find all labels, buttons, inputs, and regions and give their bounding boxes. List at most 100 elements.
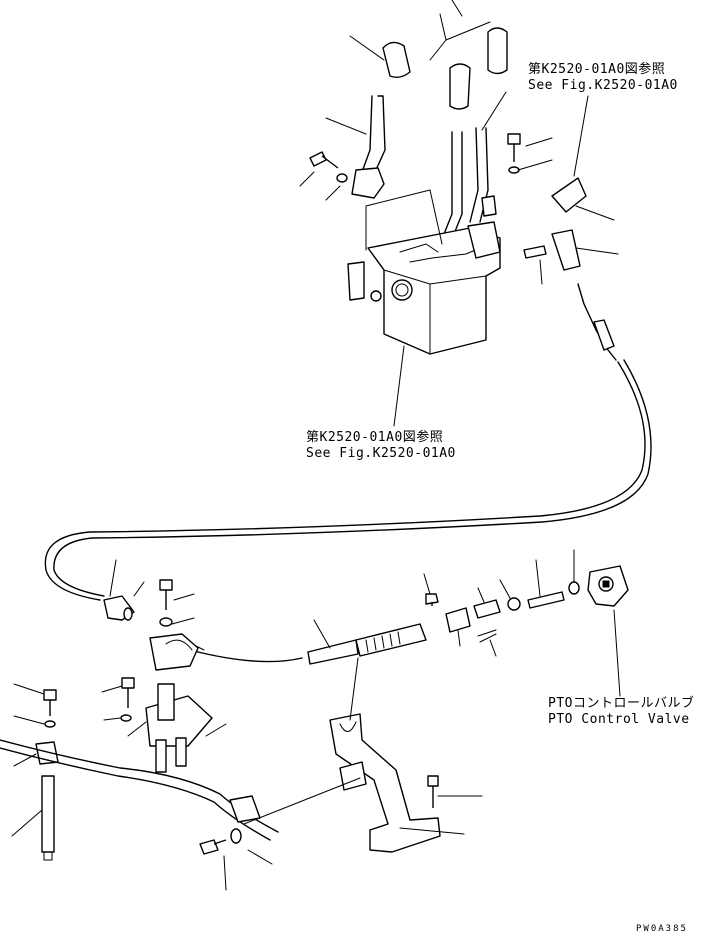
reference-callout-top-en: See Fig.K2520-01A0 xyxy=(528,78,678,93)
leader-nut xyxy=(499,579,511,599)
cable-knob xyxy=(551,177,587,213)
valve-port-inner xyxy=(602,580,610,588)
mount-post-a xyxy=(155,739,167,773)
reference-callout-top-jp: 第K2520-01A0図参照 xyxy=(528,62,666,77)
leader-mid-ref xyxy=(393,345,405,427)
pto-valve-label-en: PTO Control Valve xyxy=(548,712,690,727)
reference-callout-middle: 第K2520-01A0図参照 See Fig.K2520-01A0 xyxy=(306,430,456,462)
lever-knob-center xyxy=(449,63,471,110)
stud-bolt xyxy=(527,591,565,609)
leader-block xyxy=(457,629,461,647)
leader-top-ref-a xyxy=(481,91,507,131)
reference-callout-top: 第K2520-01A0図参照 See Fig.K2520-01A0 xyxy=(528,62,678,94)
leader-clamp-low xyxy=(195,645,205,651)
leader-stud xyxy=(535,559,541,597)
mounting-plate xyxy=(365,189,443,251)
lower-bracket-assembly xyxy=(329,657,441,853)
lower-cable-outer xyxy=(0,747,271,841)
cable-valve-end xyxy=(307,565,629,665)
mount-post-b xyxy=(175,737,187,767)
leader-bolt-ml xyxy=(173,593,195,601)
reference-callout-middle-jp: 第K2520-01A0図参照 xyxy=(306,430,444,445)
bolt-valve xyxy=(425,593,439,606)
washer-mid-left xyxy=(159,617,173,627)
lever-box-port-inner xyxy=(395,283,409,297)
leader-knob-left xyxy=(349,35,385,61)
drawing-code: PW0A385 xyxy=(636,924,688,934)
cable-clamp-lower xyxy=(149,633,199,671)
leader-plate xyxy=(477,587,485,603)
leader-clamp-r xyxy=(133,581,145,597)
reference-callout-middle-en: See Fig.K2520-01A0 xyxy=(306,446,456,461)
pto-valve-label-jp: PTOコントロールバルブ xyxy=(548,696,695,711)
leader-pin xyxy=(539,259,543,285)
leader-rod-left xyxy=(325,117,367,135)
lever-knob-right xyxy=(487,27,508,75)
bolt-mid-left xyxy=(159,579,173,610)
lever-knob-left xyxy=(382,41,411,79)
lever-rod-right xyxy=(469,127,489,223)
leader-cable-clip xyxy=(575,247,619,255)
mount-post-top xyxy=(157,683,175,721)
bolt-lower-mid xyxy=(121,677,135,708)
clamp-washer xyxy=(123,607,133,621)
connector-plate xyxy=(473,599,501,619)
mounting-bracket-right xyxy=(481,195,497,217)
leader-washer-ur xyxy=(517,159,553,171)
nut-valve xyxy=(507,597,521,611)
leader-stud-ll xyxy=(11,809,43,837)
leader-sleeve xyxy=(313,619,331,649)
control-cable xyxy=(44,361,646,663)
lower-left-mount xyxy=(0,677,279,861)
lever-switch xyxy=(467,221,501,259)
lever-box-top-edge xyxy=(383,269,487,355)
leader-clamp-ll xyxy=(13,753,37,767)
bracket-hole xyxy=(370,290,382,302)
cable-link-line xyxy=(349,657,359,721)
leader-lines xyxy=(11,0,621,891)
leader-post xyxy=(205,723,227,737)
bolt-bottom xyxy=(199,839,227,855)
stud-post-tip xyxy=(43,851,53,861)
leader-plate-l xyxy=(127,721,147,737)
switch-pin xyxy=(523,245,547,259)
washer-bottom xyxy=(230,828,242,844)
washer-lower-left xyxy=(44,720,56,728)
leader-knobs xyxy=(429,0,491,61)
leader-bolt-b xyxy=(223,855,227,891)
cable-clip xyxy=(551,229,581,271)
cable-upper-rod xyxy=(577,283,617,361)
cable-clamp-group xyxy=(103,579,199,671)
leader-bracket xyxy=(399,827,465,835)
washer-lower-mid xyxy=(120,714,132,722)
leader-washer-ml xyxy=(171,617,195,625)
lever-yoke xyxy=(351,167,385,199)
leader-cable-knob xyxy=(575,205,615,221)
cotter-pin xyxy=(477,629,497,643)
bolt-lower-right xyxy=(427,775,439,808)
leader-washer-ul xyxy=(325,185,341,201)
lever-rod-left xyxy=(361,95,386,173)
bracket-slot xyxy=(339,721,357,732)
lever-box-slots xyxy=(399,243,481,263)
cable-thread-marks xyxy=(365,631,401,653)
support-bracket xyxy=(329,713,441,853)
leader-bolt-lm xyxy=(101,685,123,693)
leader-clamp-up xyxy=(109,559,117,597)
leader-washer-lm xyxy=(103,717,121,721)
cable-sleeve xyxy=(307,639,359,665)
control-lever-assembly xyxy=(309,27,617,361)
pto-valve-label: PTOコントロールバルブ PTO Control Valve xyxy=(548,696,694,728)
bolt-lower-left xyxy=(43,689,57,716)
leader-washer-b xyxy=(247,849,273,865)
bracket-block xyxy=(339,761,367,791)
cable-end-fitting xyxy=(593,319,615,351)
leader-bracket-link xyxy=(243,777,361,825)
lever-box-port xyxy=(391,279,413,301)
lever-rod-center xyxy=(439,131,463,245)
leader-bolt-ll xyxy=(13,683,45,695)
leader-cotter xyxy=(489,639,497,657)
leader-bolt-v xyxy=(423,573,431,595)
